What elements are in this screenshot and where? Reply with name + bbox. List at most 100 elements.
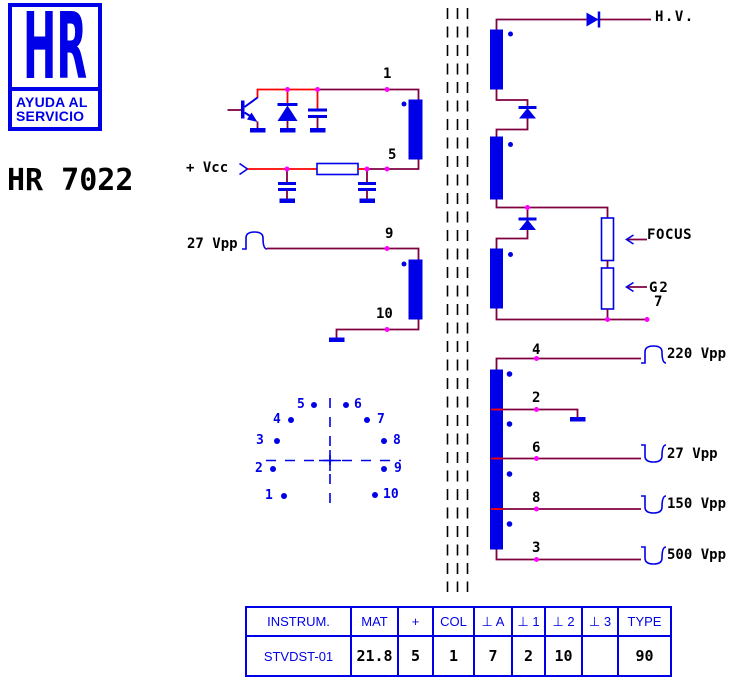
junction-dots — [534, 356, 539, 562]
negative-pulse-icon — [641, 444, 667, 463]
polarity-dot — [401, 261, 407, 267]
value-gnd-a: 7 — [473, 635, 513, 677]
polarity-dot — [508, 31, 513, 37]
hv-winding-2 — [490, 136, 503, 200]
pinout-pins — [270, 402, 387, 499]
spec-table-value-row: STVDST-01 21.8 5 1 7 2 10 90 — [245, 635, 672, 677]
junction-dot — [605, 317, 610, 322]
ground-symbol — [359, 198, 375, 203]
value-gnd-3 — [581, 635, 619, 677]
junction-dots — [284, 166, 390, 172]
pin8-label: 8 — [532, 490, 541, 506]
pin6-label: 6 — [532, 440, 541, 456]
negative-pulse-icon — [641, 495, 667, 514]
pinout-label-9: 9 — [394, 461, 402, 476]
polarity-dot — [508, 142, 513, 147]
pinout-label-10: 10 — [383, 487, 399, 502]
focus-potentiometer — [600, 217, 615, 262]
series-resistor — [316, 162, 359, 176]
pin2-label: 2 — [532, 390, 541, 406]
value-gnd-1: 2 — [511, 635, 546, 677]
spec-table-header-row: INSTRUM. MAT + COL ⊥ A ⊥ 1 ⊥ 2 ⊥ 3 TYPE — [245, 606, 672, 637]
col-col: COL — [432, 606, 475, 637]
pinout-label-3: 3 — [256, 433, 264, 448]
pin10-label: 10 — [376, 306, 393, 322]
pinout-label-1: 1 — [265, 488, 273, 503]
output-150vpp-label: 150 Vpp — [667, 496, 727, 512]
hv-secondary — [490, 11, 651, 309]
filter-capacitor — [278, 169, 296, 203]
col-instrum: INSTRUM. — [245, 606, 352, 637]
pulse-input-winding — [242, 231, 423, 342]
value-col: 1 — [432, 635, 475, 677]
pin9-label: 9 — [385, 226, 394, 242]
damper-diode — [277, 89, 298, 133]
transformer-core — [446, 8, 469, 592]
col-gnd-1: ⊥ 1 — [511, 606, 546, 637]
pinout-label-6: 6 — [354, 397, 362, 412]
negative-pulse-icon — [641, 546, 667, 565]
ground-symbol — [250, 128, 266, 133]
pinout-label-5: 5 — [297, 397, 305, 412]
hv-rectifier-diode — [586, 11, 601, 28]
wiper-arrow-icon — [625, 281, 634, 293]
secondary-winding — [490, 369, 503, 550]
hr-logo-tagline: AYUDA AL SERVICIO — [8, 87, 102, 131]
hv-winding-1 — [490, 29, 503, 90]
junction-dot — [525, 205, 530, 210]
pinout-label-2: 2 — [255, 461, 263, 476]
polarity-dot — [401, 101, 407, 107]
col-plus: + — [397, 606, 434, 637]
hr-logo: HR — [8, 3, 102, 91]
hot-transistor — [227, 96, 266, 133]
pin5-label: 5 — [388, 147, 397, 163]
ground-symbol — [329, 337, 345, 342]
pinout-diagram — [266, 398, 401, 505]
positive-pulse-icon — [242, 231, 268, 250]
ground-symbol — [310, 128, 326, 133]
output-27vpp-label: 27 Vpp — [667, 446, 718, 462]
pinout-label-7: 7 — [377, 412, 385, 427]
col-type: TYPE — [617, 606, 672, 637]
value-instrum: STVDST-01 — [245, 635, 352, 677]
wiper-arrow-icon — [625, 234, 634, 245]
col-gnd-2: ⊥ 2 — [544, 606, 583, 637]
pin3-label: 3 — [532, 540, 541, 556]
pin7-label: 7 — [654, 294, 663, 310]
focus-g2-divider — [495, 217, 650, 322]
junction-dots — [285, 87, 390, 92]
pin4-label: 4 — [532, 342, 541, 358]
primary-winding-1-5 — [408, 99, 423, 160]
hr-logo-monogram: HR — [23, 7, 87, 86]
vcc-feed — [239, 159, 420, 203]
polarity-dots — [506, 371, 513, 527]
spec-table: INSTRUM. MAT + COL ⊥ A ⊥ 1 ⊥ 2 ⊥ 3 TYPE … — [245, 606, 672, 677]
input-27vpp-label: 27 Vpp — [187, 236, 238, 252]
value-plus: 5 — [397, 635, 434, 677]
junction-dots — [384, 246, 390, 332]
filter-capacitor — [358, 169, 376, 203]
collector-stage — [227, 87, 423, 160]
col-gnd-3: ⊥ 3 — [581, 606, 619, 637]
positive-pulse-icon — [641, 345, 667, 364]
tagline-line2: SERVICIO — [16, 108, 85, 124]
col-gnd-a: ⊥ A — [473, 606, 513, 637]
output-500vpp-label: 500 Vpp — [667, 547, 727, 563]
vcc-arrow-icon — [239, 162, 248, 176]
g2-potentiometer — [600, 267, 615, 310]
primary-winding-9-10 — [408, 259, 423, 320]
pin1-label: 1 — [383, 66, 392, 82]
value-gnd-2: 10 — [544, 635, 583, 677]
g2-label: G2 — [649, 280, 670, 296]
polarity-dot — [508, 252, 513, 257]
stack-diode — [518, 217, 537, 230]
value-type: 90 — [617, 635, 672, 677]
retrace-capacitor — [308, 89, 327, 133]
vcc-label: + Vcc — [186, 160, 229, 176]
svg-text:HR: HR — [23, 7, 87, 86]
ground-symbol — [570, 417, 586, 422]
pinout-label-8: 8 — [393, 433, 401, 448]
col-mat: MAT — [350, 606, 399, 637]
